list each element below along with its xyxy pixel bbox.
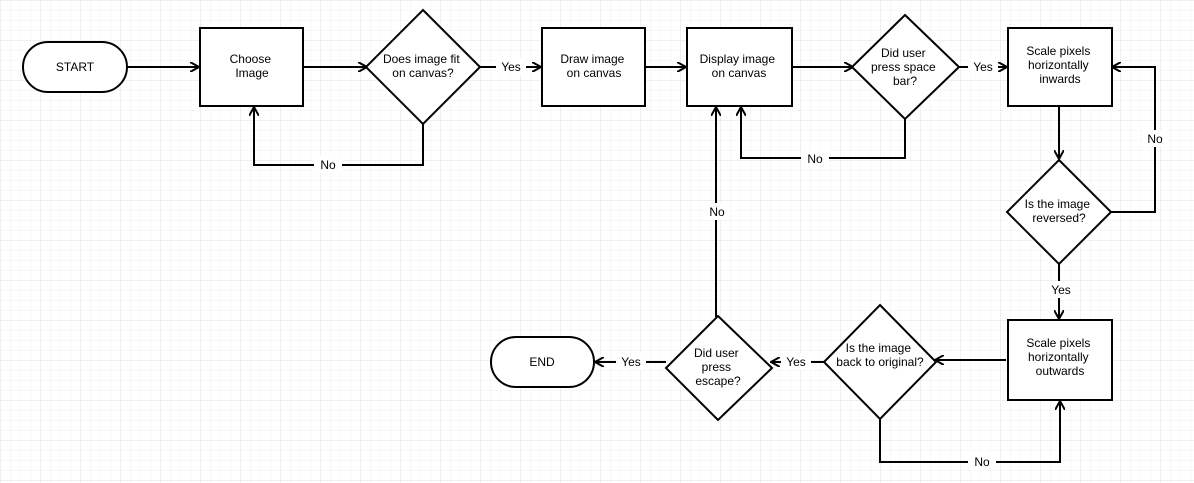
node-scale-inwards: Scale pixels horizontally inwards <box>1007 27 1113 107</box>
node-escape: Did user press escape? <box>664 314 774 422</box>
svg-text:Scale pixels horizontall: Scale pixels horizontally inwards <box>1026 44 1093 86</box>
svg-text:Choose Image: Choose Image <box>230 52 275 80</box>
node-space-bar: Did user press space bar? <box>850 13 961 121</box>
edge-labels: Yes No Yes No No Yes Yes No Yes No <box>314 58 1168 470</box>
node-escape-line3: escape? <box>695 374 741 388</box>
node-space-bar-line3: bar? <box>893 74 917 88</box>
edge-label-original-no: No <box>974 455 990 469</box>
node-scale-outwards: Scale pixels horizontally outwards <box>1007 319 1113 401</box>
node-end-label: END <box>529 355 555 369</box>
node-back-original: Is the image back to original? <box>822 303 938 421</box>
node-fit-canvas-line2: on canvas? <box>392 66 454 80</box>
svg-text:Is the image reversed?: Is the image reversed? <box>1025 197 1094 225</box>
node-fit-canvas-line1: Does image fit <box>383 52 460 66</box>
node-back-original-line1: Is the image <box>846 341 912 355</box>
node-scale-outwards-line2: horizontally <box>1028 350 1089 364</box>
node-reversed-line2: reversed? <box>1032 211 1086 225</box>
node-choose-image-line2: Image <box>235 66 269 80</box>
edge-label-space-no: No <box>807 152 823 166</box>
node-start-label: START <box>56 60 95 74</box>
node-escape-line2: press <box>702 360 731 374</box>
node-back-original-line2: back to original? <box>836 355 924 369</box>
svg-text:Draw image on canvas: Draw image on canvas <box>560 52 627 80</box>
node-draw-image-line1: Draw image <box>560 52 624 66</box>
svg-text:Did user press space: Did user press space bar? <box>871 46 939 88</box>
node-reversed-line1: Is the image <box>1025 197 1091 211</box>
node-start: START <box>22 41 128 93</box>
node-scale-inwards-line1: Scale pixels <box>1026 44 1090 58</box>
edge-label-escape-yes: Yes <box>621 355 641 369</box>
svg-text:Did user press esc: Did user press escape? <box>694 346 742 388</box>
node-choose-image: Choose Image <box>199 27 304 107</box>
node-draw-image: Draw image on canvas <box>541 27 646 107</box>
svg-text:Is the image back to ori: Is the image back to original? <box>836 341 924 369</box>
node-display-image: Display image on canvas <box>686 27 793 107</box>
node-space-bar-line2: press space <box>871 60 936 74</box>
node-escape-line1: Did user <box>694 346 739 360</box>
node-choose-image-line1: Choose <box>230 52 272 66</box>
edge-label-reversed-no: No <box>1147 132 1163 146</box>
node-end: END <box>490 336 595 388</box>
svg-text:Does image fit on canvas: Does image fit on canvas? <box>383 52 463 80</box>
edge-label-fit-no: No <box>320 158 336 172</box>
node-draw-image-line2: on canvas <box>567 66 622 80</box>
edge-label-space-yes: Yes <box>973 60 993 74</box>
node-reversed: Is the image reversed? <box>1005 158 1113 266</box>
node-fit-canvas: Does image fit on canvas? <box>364 8 482 126</box>
edge-label-reversed-yes: Yes <box>1051 283 1071 297</box>
node-display-image-line1: Display image <box>700 52 776 66</box>
svg-text:Scale pixels horizontall: Scale pixels horizontally outwards <box>1026 336 1093 378</box>
node-space-bar-line1: Did user <box>881 46 926 60</box>
node-scale-inwards-line3: inwards <box>1039 72 1080 86</box>
svg-text:Display image on canvas: Display image on canvas <box>700 52 779 80</box>
node-display-image-line2: on canvas <box>712 66 767 80</box>
node-scale-outwards-line3: outwards <box>1036 364 1085 378</box>
node-scale-outwards-line1: Scale pixels <box>1026 336 1090 350</box>
edge-label-fit-yes: Yes <box>501 60 521 74</box>
edge-label-escape-no: No <box>709 205 725 219</box>
node-scale-inwards-line2: horizontally <box>1028 58 1089 72</box>
edge-label-original-yes: Yes <box>786 355 806 369</box>
